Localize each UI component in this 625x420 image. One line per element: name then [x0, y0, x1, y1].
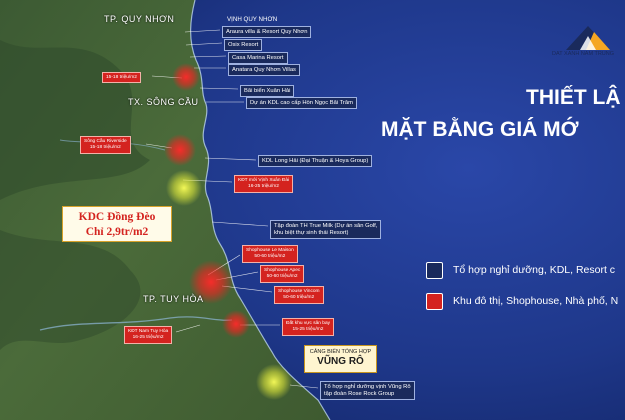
kdc-price: Chỉ 2,9tr/m2: [85, 226, 149, 238]
place-label: KDL Long Hải (Đại Thuận & Hoya Group): [258, 155, 373, 168]
place-label: Osix Resort: [224, 39, 263, 52]
city-label-quy-nhon: TP. QUY NHƠN: [104, 14, 175, 24]
place-label: Araura villa & Resort Quy Nhơn: [222, 26, 312, 39]
highlight-glow: [166, 170, 202, 206]
price-label: Shophouse Le Maison 50-60 triệu/m2: [242, 245, 298, 263]
price-label-line: Shophouse Le Maison: [246, 247, 294, 253]
price-label-line: KĐT mới Vịnh Xuân Đài: [238, 177, 290, 183]
price-label-line: 50-60 triệu/m2: [254, 253, 286, 259]
price-label-line: 16-25 triệu/m2: [132, 334, 164, 340]
price-label: KĐT mới Vịnh Xuân Đài 16-25 triệu/m2: [234, 175, 294, 193]
city-label-tuy-hoa: TP. TUY HÒA: [143, 294, 204, 304]
kdc-dong-deo-callout: KDC Đồng Đèo Chỉ 2,9tr/m2: [62, 206, 172, 242]
legend-swatch-resort: [426, 262, 443, 279]
place-label: Tổ hợp nghỉ dưỡng vịnh Vũng Rô tập đoàn …: [320, 381, 415, 401]
urban-glow: [164, 134, 196, 166]
title-line-1: THIẾT LẬ: [526, 86, 621, 109]
port-caption: CẢNG BIỂN TỔNG HỢP: [309, 349, 372, 355]
price-label-line: Đất khu vực sân bay: [286, 320, 331, 326]
price-label-line: 15-25 triệu/m2: [292, 326, 324, 332]
urban-glow: [172, 63, 200, 91]
vung-ro-port-callout: CẢNG BIỂN TỔNG HỢP VŨNG RÔ: [304, 345, 377, 373]
price-label: Đất khu vực sân bay 15-25 triệu/m2: [282, 318, 335, 336]
price-label-line: Shophouse Apec: [264, 267, 301, 273]
port-name: VŨNG RÔ: [317, 356, 364, 367]
place-label-line: khu biệt thự sinh thái Resort): [274, 229, 349, 236]
city-label-song-cau: TX. SÔNG CẦU: [128, 97, 199, 107]
legend-swatch-urban: [426, 293, 443, 310]
price-label-line: Shophouse Vincom: [278, 288, 320, 294]
place-label: Bãi biển Xuân Hải: [240, 85, 295, 98]
place-label-line: Tổ hợp nghỉ dưỡng vịnh Vũng Rô: [324, 383, 411, 390]
place-label-line: Tập đoàn TH True Milk (Dự án sân Golf,: [274, 222, 378, 229]
title-line-2: MẶT BẰNG GIÁ MỚ: [381, 118, 579, 141]
highlight-glow: [256, 364, 292, 400]
place-label: Tập đoàn TH True Milk (Dự án sân Golf, k…: [270, 220, 382, 240]
place-label-line: tập đoàn Rose Rock Group: [324, 390, 395, 397]
price-label: Shophouse Apec 50-60 triệu/m2: [260, 265, 305, 283]
price-label-line: Sông Cầu Riverside: [84, 138, 127, 144]
dat-xanh-logo-icon: [566, 26, 610, 50]
urban-glow: [222, 310, 250, 338]
legend-label-resort: Tổ hợp nghỉ dưỡng, KDL, Resort c: [453, 264, 616, 276]
price-label: Sông Cầu Riverside 15-18 triệu/m2: [80, 136, 131, 154]
price-label-line: 50-60 triệu/m2: [283, 294, 315, 300]
place-label: VỊNH QUY NHƠN: [227, 15, 278, 23]
place-label: Anatara Quy Nhơn Villas: [228, 64, 300, 77]
price-label-line: 15-18 triệu/m2: [89, 144, 121, 150]
kdc-name: KDC Đồng Đèo: [78, 211, 156, 223]
price-label-line: KĐT Nam Tuy Hòa: [128, 328, 169, 334]
place-label: Casa Marina Resort: [228, 52, 288, 65]
price-label: Shophouse Vincom 50-60 triệu/m2: [274, 286, 324, 304]
logo-text: DAT XANH NAM TRUNG: [552, 51, 615, 57]
price-label-line: 50-60 triệu/m2: [266, 273, 298, 279]
place-label: Dự án KDL cao cấp Hòn Ngọc Bãi Trâm: [246, 97, 357, 110]
legend-label-urban: Khu đô thị, Shophouse, Nhà phố, N: [453, 295, 619, 307]
price-label-line: 16-25 triệu/m2: [248, 183, 279, 189]
price-label-line: 15-18 triệu/m2: [106, 74, 137, 80]
price-label: 15-18 triệu/m2: [102, 72, 141, 84]
urban-glow: [189, 260, 233, 304]
price-label: KĐT Nam Tuy Hòa 16-25 triệu/m2: [124, 326, 173, 344]
